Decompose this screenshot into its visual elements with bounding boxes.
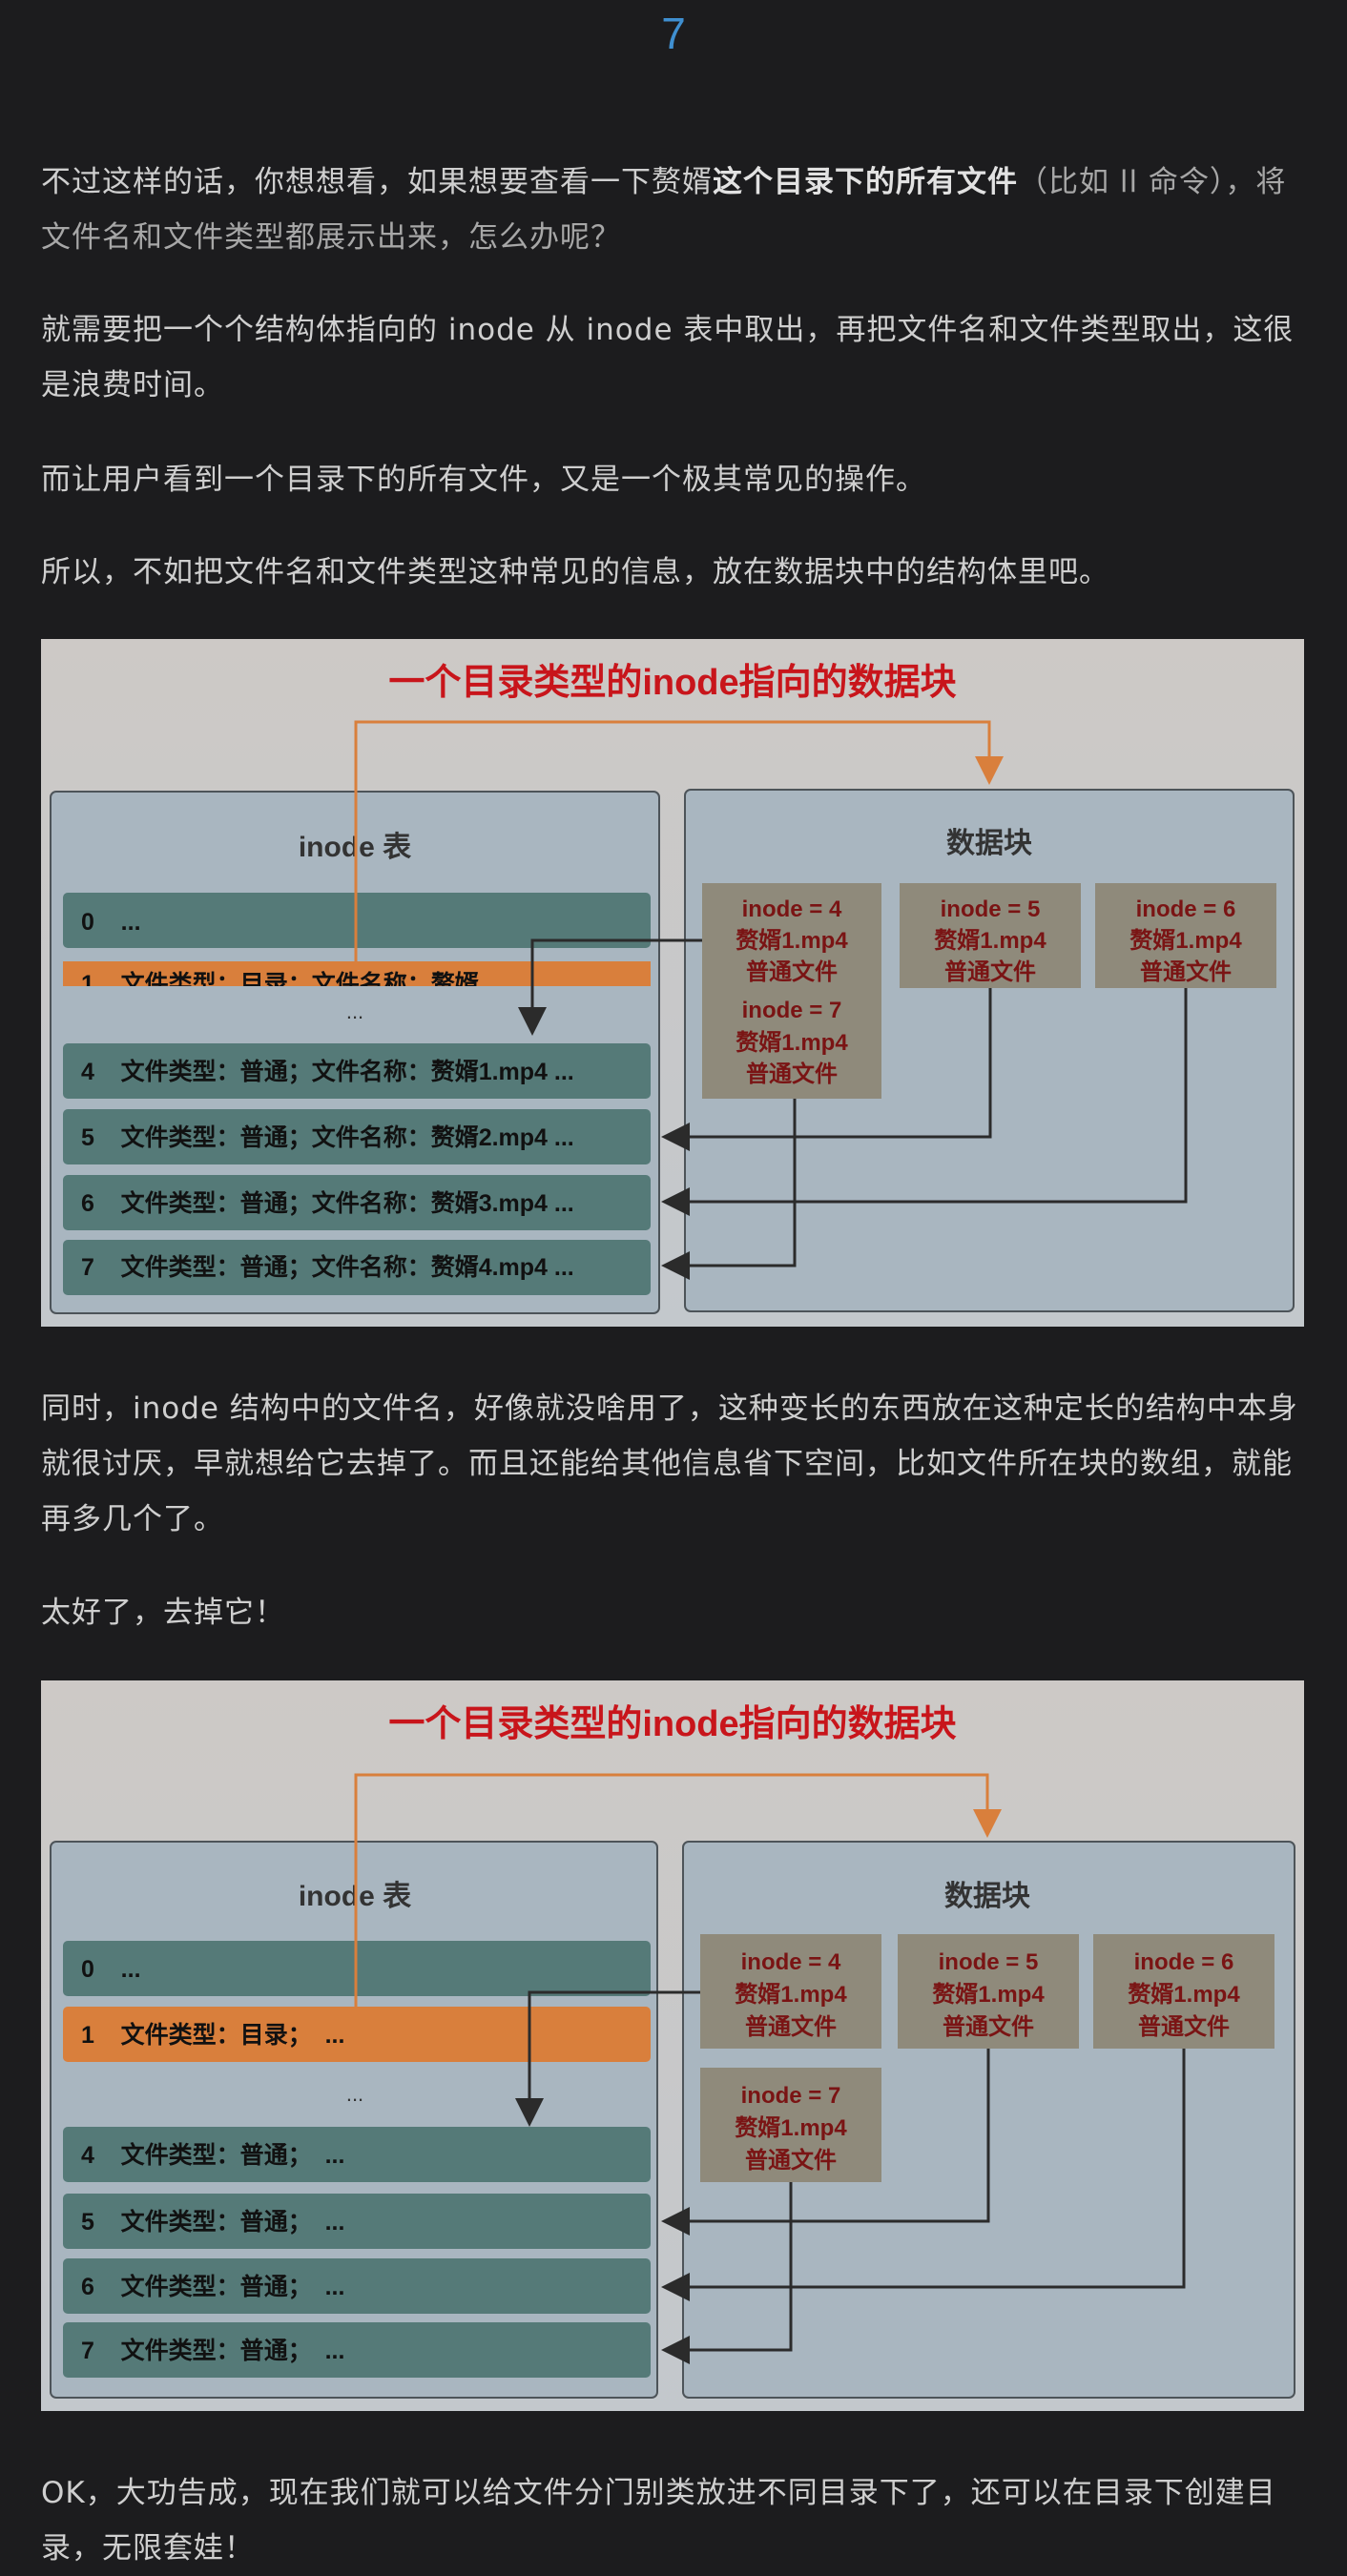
paragraph-3: 而让用户看到一个目录下的所有文件，又是一个极其常见的操作。: [41, 463, 926, 497]
figure-1-entry-5-name: 赘婿1.mp4: [933, 927, 1047, 954]
figure-1-entry-7-name: 赘婿1.mp4: [735, 1029, 848, 1056]
figure-2-entry-7-name: 赘婿1.mp4: [734, 2114, 847, 2141]
figure-2-row-7: 7 文件类型：普通； ...: [81, 2337, 344, 2364]
figure-2-entry-6-type: 普通文件: [1138, 2013, 1230, 2040]
figure-1-entry-7-inode: inode = 7: [742, 998, 842, 1023]
figure-1-entry-4-inode: inode = 4: [742, 896, 842, 922]
paragraph-7: OK，大功告成，现在我们就可以给文件分门别类放进不同目录下了，还可以在目录下创建…: [41, 2476, 1276, 2566]
figure-1-title: 一个目录类型的inode指向的数据块: [388, 663, 956, 703]
figure-1-data-block-title: 数据块: [946, 828, 1032, 859]
figure-1-entry-6-inode: inode = 6: [1136, 896, 1236, 922]
figure-2-entry-6-name: 赘婿1.mp4: [1127, 1981, 1240, 2008]
figure-1-entry-6-type: 普通文件: [1140, 958, 1232, 985]
paragraph-1-text: 不过这样的话，你想想看，如果想要查看一下赘婿: [41, 165, 713, 199]
figure-2-title: 一个目录类型的inode指向的数据块: [388, 1704, 956, 1744]
figure-1-row-4: 4 文件类型：普通；文件名称：赘婿1.mp4 ...: [81, 1058, 574, 1085]
figure-2-entry-4-inode: inode = 4: [741, 1949, 841, 1975]
figure-1-entry-7-type: 普通文件: [746, 1061, 838, 1087]
figure-1-entry-6-name: 赘婿1.mp4: [1129, 927, 1242, 954]
figure-2-entry-5-name: 赘婿1.mp4: [931, 1981, 1045, 2008]
figure-2-entry-5-type: 普通文件: [943, 2013, 1034, 2040]
diagram-figure-1: 一个目录类型的inode指向的数据块 inode 表 数据块 0 ... 1 文…: [41, 639, 1304, 1327]
figure-1-entry-5-type: 普通文件: [944, 958, 1036, 985]
figure-2-row-6: 6 文件类型：普通； ...: [81, 2273, 344, 2300]
figure-2-row-1: 1 文件类型：目录； ...: [81, 2021, 344, 2049]
figure-1-row-7: 7 文件类型：普通；文件名称：赘婿4.mp4 ...: [81, 1253, 574, 1281]
figure-2-ellipsis: ...: [346, 2082, 363, 2106]
paragraph-4: 所以，不如把文件名和文件类型这种常见的信息，放在数据块中的结构体里吧。: [41, 555, 1109, 589]
figure-2-entry-7-inode: inode = 7: [741, 2083, 841, 2109]
figure-1-row-5: 5 文件类型：普通；文件名称：赘婿2.mp4 ...: [81, 1123, 574, 1151]
figure-1-entry-4-name: 赘婿1.mp4: [735, 927, 848, 954]
paragraph-5: 同时，inode 结构中的文件名，好像就没啥用了，这种变长的东西放在这种定长的结…: [41, 1391, 1298, 1536]
figure-2-row-4: 4 文件类型：普通； ...: [81, 2141, 344, 2169]
figure-2-entry-4-name: 赘婿1.mp4: [734, 1981, 847, 2008]
figure-2-entry-6-inode: inode = 6: [1134, 1949, 1234, 1975]
figure-2-entry-4-type: 普通文件: [745, 2013, 837, 2040]
paragraph-1-bold: 这个目录下的所有文件: [713, 165, 1018, 199]
figure-1-row-6: 6 文件类型：普通；文件名称：赘婿3.mp4 ...: [81, 1189, 574, 1217]
figure-2-data-block-title: 数据块: [944, 1881, 1030, 1912]
figure-2-entry-7-type: 普通文件: [745, 2147, 837, 2174]
paragraph-6: 太好了，去掉它！: [41, 1596, 285, 1630]
paragraph-2: 就需要把一个个结构体指向的 inode 从 inode 表中取出，再把文件名和文…: [41, 313, 1295, 402]
paragraph-1: 不过这样的话，你想想看，如果想要查看一下赘婿这个目录下的所有文件（比如 ll 命…: [41, 155, 1304, 265]
figure-2-entry-5-inode: inode = 5: [939, 1949, 1039, 1975]
figure-1-row-0: 0 ...: [81, 909, 141, 936]
paragraph-1-rest: （比如 ll 命令），将文件名和文件类型都展示出来，怎么办呢？: [41, 165, 1287, 255]
figure-1-entry-4-type: 普通文件: [746, 958, 838, 985]
figure-1-ellipsis: ...: [346, 999, 363, 1023]
figure-2-row-5: 5 文件类型：普通； ...: [81, 2208, 344, 2236]
diagram-figure-2: 一个目录类型的inode指向的数据块 inode 表 数据块 0 ... 1 文…: [41, 1680, 1304, 2411]
figure-1-row-1: 1 文件类型：目录；文件名称：赘婿: [81, 970, 479, 998]
figure-1-entry-5-inode: inode = 5: [941, 896, 1041, 922]
figure-2-row-0: 0 ...: [81, 1956, 141, 1983]
section-number: 7: [661, 9, 686, 58]
